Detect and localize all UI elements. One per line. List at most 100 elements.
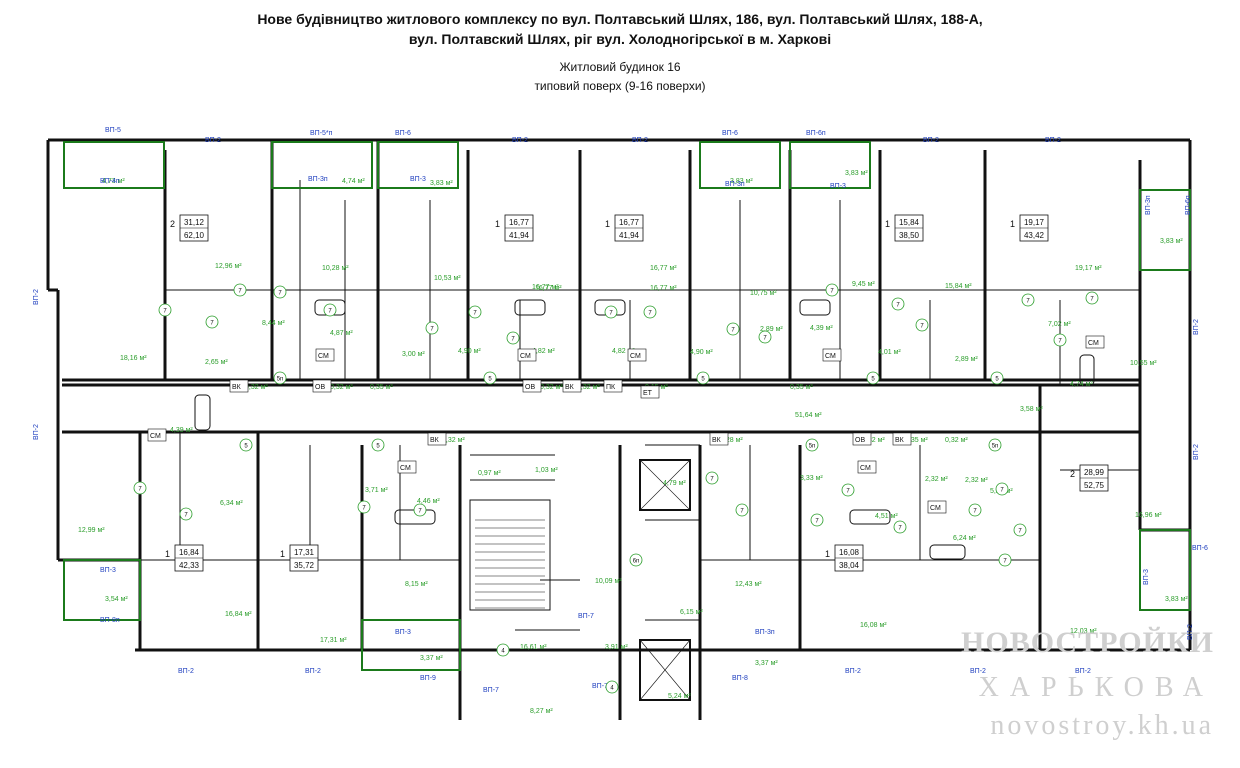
- room-area-label: 16,96 м²: [1135, 512, 1162, 519]
- utility-tag-box: [517, 348, 537, 362]
- room-marker: [726, 322, 740, 336]
- utility-tag: ВК: [232, 384, 242, 391]
- apartment-total-area: 35,72: [294, 561, 315, 570]
- room-marker: [629, 553, 643, 567]
- room-marker-label: 7: [731, 328, 735, 334]
- room-marker: [273, 285, 287, 299]
- apartment-rooms: 1: [165, 549, 170, 559]
- room-area-label: 3,71 м²: [365, 487, 388, 494]
- balcony: [63, 141, 165, 189]
- room-marker-label: 7: [830, 289, 834, 295]
- balcony: [699, 141, 781, 189]
- window-label: ВП-7: [592, 683, 608, 690]
- room-marker: [605, 680, 619, 694]
- window-label: ВП-9: [420, 675, 436, 682]
- utility-tag-box: [1085, 335, 1105, 349]
- room-marker: [705, 471, 719, 485]
- window-label: ВП-6: [1192, 545, 1208, 552]
- room-marker: [758, 330, 772, 344]
- room-marker-label: 5: [701, 377, 705, 383]
- room-marker: [413, 503, 427, 517]
- room-area-label: 3,83 м²: [1165, 596, 1188, 603]
- apartment-living-area: 28,99: [1084, 468, 1105, 477]
- watermark-line-2: ХАРЬКОВА: [978, 672, 1214, 703]
- room-area-label: 9,45 м²: [852, 281, 875, 288]
- room-area-label: 0,32 м²: [540, 384, 563, 391]
- room-area-label: 17,31 м²: [320, 637, 347, 644]
- utility-tag-box: [312, 379, 332, 393]
- room-area-label: 15,84 м²: [945, 283, 972, 290]
- room-area-label: 0,35 м²: [370, 384, 393, 391]
- window-label: ВП-5: [105, 127, 121, 134]
- room-area-label: 3,83 м²: [845, 170, 868, 177]
- room-area-label: 3,37 м²: [420, 655, 443, 662]
- room-marker-label: 7: [1090, 297, 1094, 303]
- apartment-living-area: 16,84: [179, 548, 200, 557]
- room-marker-label: 7: [920, 324, 924, 330]
- apartment-rooms: 1: [280, 549, 285, 559]
- utility-tag-box: [927, 500, 947, 514]
- window-label: ВП-2: [1187, 624, 1194, 640]
- room-area-label: 0,32 м²: [862, 437, 885, 444]
- room-area-label: 12,03 м²: [1070, 628, 1097, 635]
- room-area-label: 19,17 м²: [1075, 265, 1102, 272]
- window-label: ВП-3п: [308, 176, 328, 183]
- room-area-label: 4,39 м²: [170, 427, 193, 434]
- room-marker-label: 5: [244, 444, 248, 450]
- elevator-shaft: [639, 459, 691, 511]
- room-marker: [233, 283, 247, 297]
- utility-tag: СМ: [630, 353, 641, 360]
- room-marker: [735, 503, 749, 517]
- room-marker-label: 5п: [992, 444, 999, 450]
- building-subtitle: Житловий будинок 16: [559, 60, 681, 74]
- window-label: ВП-3: [395, 629, 411, 636]
- window-label: ВП-6п: [806, 130, 826, 137]
- room-area-label: 3,91 м²: [605, 644, 628, 651]
- room-area-label: 16,77 м²: [650, 265, 677, 272]
- apartment-total-area: 42,33: [179, 561, 200, 570]
- utility-tag: СМ: [400, 465, 411, 472]
- room-marker-label: 7: [430, 327, 434, 333]
- room-marker: [1013, 523, 1027, 537]
- room-marker-label: 7: [973, 509, 977, 515]
- room-marker-label: 7: [815, 519, 819, 525]
- room-marker-label: 7: [278, 291, 282, 297]
- apartment-living-area: 15,84: [899, 218, 920, 227]
- utility-tag-box: [315, 348, 335, 362]
- room-area-label: 12,99 м²: [78, 527, 105, 534]
- room-marker: [841, 483, 855, 497]
- room-area-label: 10,09 м²: [595, 578, 622, 585]
- room-area-label: 0,35 м²: [905, 437, 928, 444]
- room-marker: [425, 321, 439, 335]
- window-label: ВП-3: [100, 567, 116, 574]
- room-marker-label: 7: [238, 289, 242, 295]
- room-area-label: 0,32 м²: [945, 437, 968, 444]
- elevator-shaft: [639, 639, 691, 701]
- apartment-total-area: 38,04: [839, 561, 860, 570]
- elevator-cross: [639, 459, 691, 511]
- room-area-label: 16,77 м²: [535, 285, 562, 292]
- room-marker: [915, 318, 929, 332]
- room-area-label: 3,37 м²: [755, 660, 778, 667]
- utility-tag: СМ: [318, 353, 329, 360]
- balcony: [1139, 529, 1191, 611]
- apartment-living-area: 16,08: [839, 548, 860, 557]
- room-area-label: 0,97 м²: [478, 470, 501, 477]
- room-area-label: 4,74 м²: [342, 178, 365, 185]
- room-marker: [483, 371, 497, 385]
- floor-subtitle: типовий поверх (9-16 поверхи): [534, 79, 706, 93]
- room-area-label: 10,28 м²: [322, 265, 349, 272]
- window-label: ВП-6п: [1185, 195, 1192, 215]
- utility-tag: ВК: [430, 437, 440, 444]
- elevator-cross: [639, 639, 691, 701]
- utility-tag: СМ: [930, 505, 941, 512]
- room-marker-label: 7: [184, 513, 188, 519]
- room-area-label: 4,73 м²: [102, 178, 125, 185]
- room-area-label: 16,61 м²: [520, 644, 547, 651]
- apartment-living-area: 31,12: [184, 218, 205, 227]
- room-marker-label: 7: [1000, 488, 1004, 494]
- room-marker-label: 7: [1058, 339, 1062, 345]
- room-area-label: 0,32 м²: [442, 437, 465, 444]
- apartment-rooms: 2: [1070, 469, 1075, 479]
- utility-tag-box: [603, 379, 623, 393]
